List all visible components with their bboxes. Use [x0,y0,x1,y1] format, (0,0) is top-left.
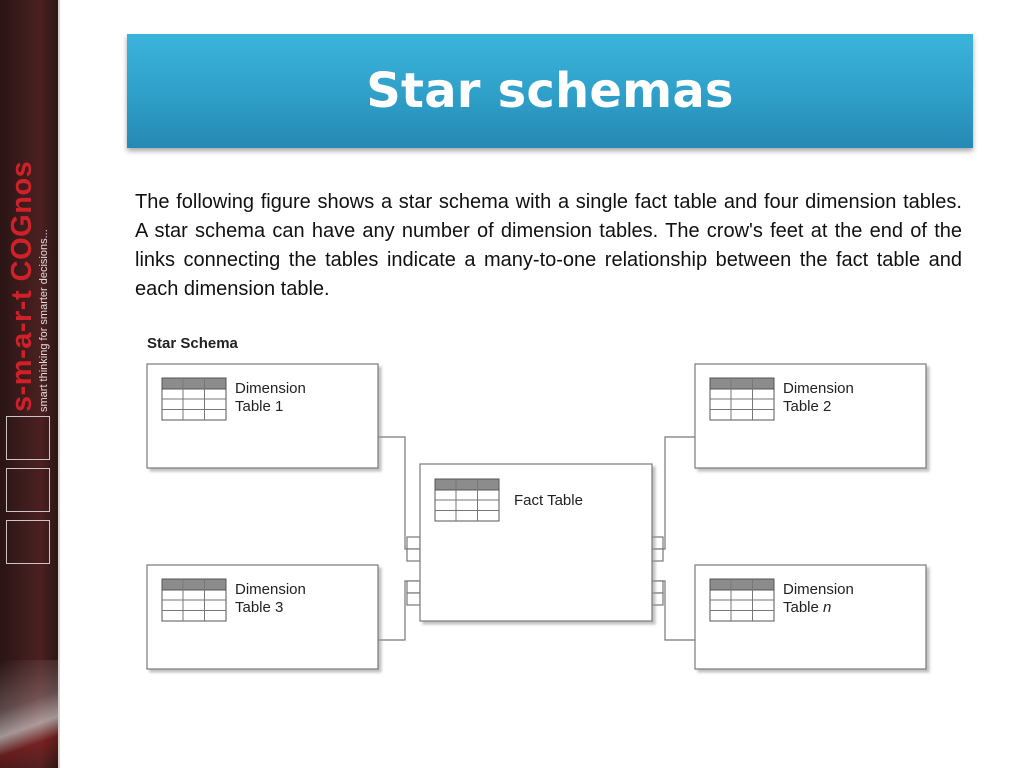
table-grid-icon [161,377,227,421]
page-title: Star schemas [366,63,734,119]
dimension-table-label: Table n [783,599,831,616]
intro-paragraph: The following figure shows a star schema… [135,191,962,300]
dimension-table-label: Table 3 [235,599,283,616]
title-banner: Star schemas [127,34,973,148]
brand-sidebar: s-m-a-r-t COGnos smart thinking for smar… [0,0,58,768]
brand-square-1 [6,416,50,460]
table-grid-icon [709,377,775,421]
dimension-table-label: Dimension [235,380,306,397]
table-grid-icon [434,478,500,522]
dimension-table-1: Dimension Table 1 [146,363,379,469]
brand-square-2 [6,468,50,512]
fact-table: Fact Table [419,463,653,622]
table-grid-icon [161,578,227,622]
dimension-table-2: Dimension Table 2 [694,363,927,469]
dimension-table-n: Dimension Table n [694,564,927,670]
diagram-heading: Star Schema [147,335,239,352]
crows-feet-markers [406,536,664,606]
dimension-table-label: Dimension [235,581,306,598]
dimension-table-3: Dimension Table 3 [146,564,379,670]
table-grid-icon [709,578,775,622]
dimension-table-label: Dimension [783,581,854,598]
fact-table-label: Fact Table [514,492,583,509]
link-dimension-1 [378,436,420,550]
link-dimension-2 [652,436,695,550]
brand-square-3 [6,520,50,564]
dimension-table-label: Table 2 [783,398,831,415]
decorative-graphic [0,660,58,768]
dimension-table-label: Table 1 [235,398,283,415]
sidebar-divider [58,0,60,768]
dimension-table-label: Dimension [783,380,854,397]
